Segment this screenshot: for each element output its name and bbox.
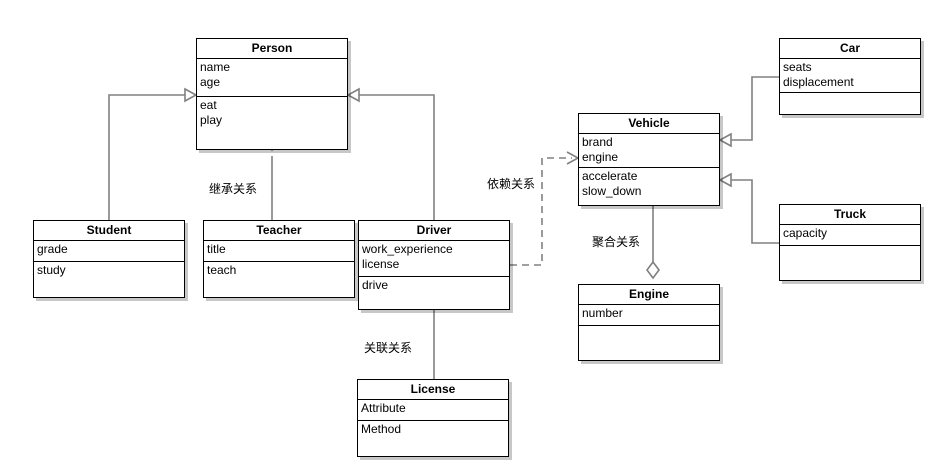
- class-attributes-engine: number: [579, 305, 719, 326]
- class-attributes-teacher: title: [204, 241, 354, 262]
- attribute-item: engine: [582, 150, 619, 164]
- class-methods-truck: [780, 246, 920, 279]
- class-methods-license: Method: [358, 421, 508, 455]
- edge-path-dependency: [510, 157, 572, 266]
- attribute-item: age: [200, 75, 221, 89]
- edge-path-generalization: [354, 94, 435, 220]
- class-attributes-student: grade: [34, 241, 184, 262]
- edge-teacher-person[interactable]: [264, 138, 280, 220]
- class-name-student: Student: [34, 221, 184, 241]
- attribute-item: Attribute: [361, 401, 406, 415]
- method-item: study: [37, 263, 66, 277]
- label-association: 关联关系: [364, 341, 413, 355]
- edge-path-generalization: [726, 179, 779, 244]
- edge-driver-person[interactable]: [346, 87, 435, 220]
- edge-path-generalization: [726, 76, 779, 141]
- attribute-item: grade: [37, 242, 68, 256]
- attribute-item: work_experience: [362, 242, 453, 256]
- class-methods-car: [780, 93, 920, 113]
- aggregation-diamond-icon: [646, 260, 660, 280]
- class-attributes-license: Attribute: [358, 400, 508, 421]
- generalization-arrow-icon: [346, 87, 360, 103]
- generalization-arrow-icon: [718, 172, 732, 188]
- edge-vehicle-engine[interactable]: [646, 206, 660, 280]
- class-attributes-truck: capacity: [780, 225, 920, 246]
- method-item: drive: [362, 278, 389, 292]
- class-methods-student: study: [34, 262, 184, 296]
- class-name-license: License: [358, 380, 508, 400]
- class-name-driver: Driver: [359, 221, 509, 241]
- attribute-item: title: [207, 242, 226, 256]
- label-inheritance: 继承关系: [209, 182, 258, 196]
- method-item: slow_down: [582, 184, 642, 198]
- attribute-item: number: [582, 306, 623, 320]
- edge-student-person[interactable]: [108, 87, 198, 220]
- method-item: eat: [200, 98, 217, 112]
- label-dependency: 依赖关系: [487, 177, 536, 191]
- generalization-arrow-icon: [184, 87, 198, 103]
- class-name-car: Car: [780, 39, 920, 59]
- class-name-person: Person: [197, 39, 347, 59]
- edge-truck-vehicle[interactable]: [718, 172, 779, 244]
- class-name-teacher: Teacher: [204, 221, 354, 241]
- class-methods-engine: [579, 326, 719, 359]
- attribute-item: name: [200, 60, 231, 74]
- class-methods-teacher: teach: [204, 262, 354, 296]
- attribute-item: brand: [582, 135, 613, 149]
- method-item: accelerate: [582, 169, 638, 183]
- class-name-vehicle: Vehicle: [579, 114, 719, 134]
- method-item: Method: [361, 422, 402, 436]
- edge-car-vehicle[interactable]: [718, 76, 779, 148]
- edge-path-generalization: [108, 94, 190, 220]
- label-aggregation: 聚合关系: [592, 235, 641, 249]
- class-name-engine: Engine: [579, 285, 719, 305]
- attribute-item: license: [362, 257, 400, 271]
- attribute-item: displacement: [783, 75, 854, 89]
- attribute-item: capacity: [783, 226, 828, 240]
- attribute-item: seats: [783, 60, 812, 74]
- method-item: teach: [207, 263, 237, 277]
- class-name-truck: Truck: [780, 205, 920, 225]
- method-item: play: [200, 113, 223, 127]
- generalization-arrow-icon: [718, 132, 732, 148]
- edge-driver-vehicle[interactable]: [510, 151, 580, 266]
- dependency-arrow-icon: [566, 151, 580, 165]
- class-methods-driver: drive: [359, 277, 509, 308]
